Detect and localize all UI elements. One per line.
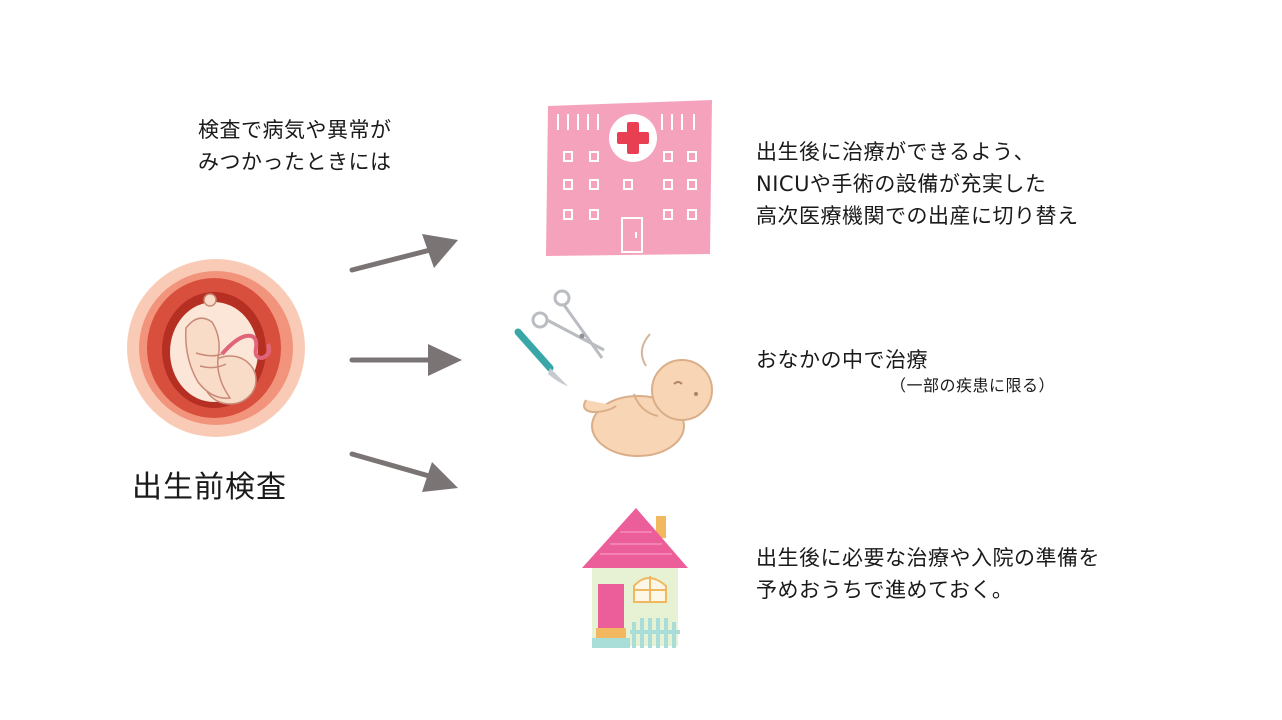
option-home-line-2: 予めおうちで進めておく。 <box>756 578 1014 602</box>
hospital-icon <box>544 100 716 258</box>
womb-fetus-illustration <box>126 258 306 438</box>
option-hospital-line-3: 高次医療機関での出産に切り替え <box>756 204 1079 228</box>
arrow-to-home <box>344 444 468 496</box>
intro-line-2: みつかったときには <box>198 150 392 174</box>
option-home-text: 出生後に必要な治療や入院の準備を 予めおうちで進めておく。 <box>756 542 1100 606</box>
scalpel-icon <box>510 324 576 392</box>
option-home-line-1: 出生後に必要な治療や入院の準備を <box>756 546 1100 570</box>
option-fetal-treatment-note: （一部の疾患に限る） <box>890 376 1056 395</box>
option-fetal-treatment-line-1: おなかの中で治療 <box>756 348 928 372</box>
arrow-to-hospital <box>344 228 468 280</box>
option-fetal-treatment-text: おなかの中で治療 <box>756 344 928 376</box>
arrow-to-fetal-treatment <box>344 340 468 380</box>
source-label: 出生前検査 <box>132 470 287 505</box>
house-icon <box>580 506 692 650</box>
fetus-icon <box>578 330 718 462</box>
option-hospital-line-1: 出生後に治療ができるよう、 <box>756 140 1036 164</box>
intro-line-1: 検査で病気や異常が <box>198 118 392 142</box>
option-hospital-text: 出生後に治療ができるよう、 NICUや手術の設備が充実した 高次医療機関での出産… <box>756 136 1079 232</box>
scissors-icon <box>526 288 610 368</box>
intro-text: 検査で病気や異常が みつかったときには <box>198 114 392 178</box>
option-hospital-line-2: NICUや手術の設備が充実した <box>756 172 1047 196</box>
